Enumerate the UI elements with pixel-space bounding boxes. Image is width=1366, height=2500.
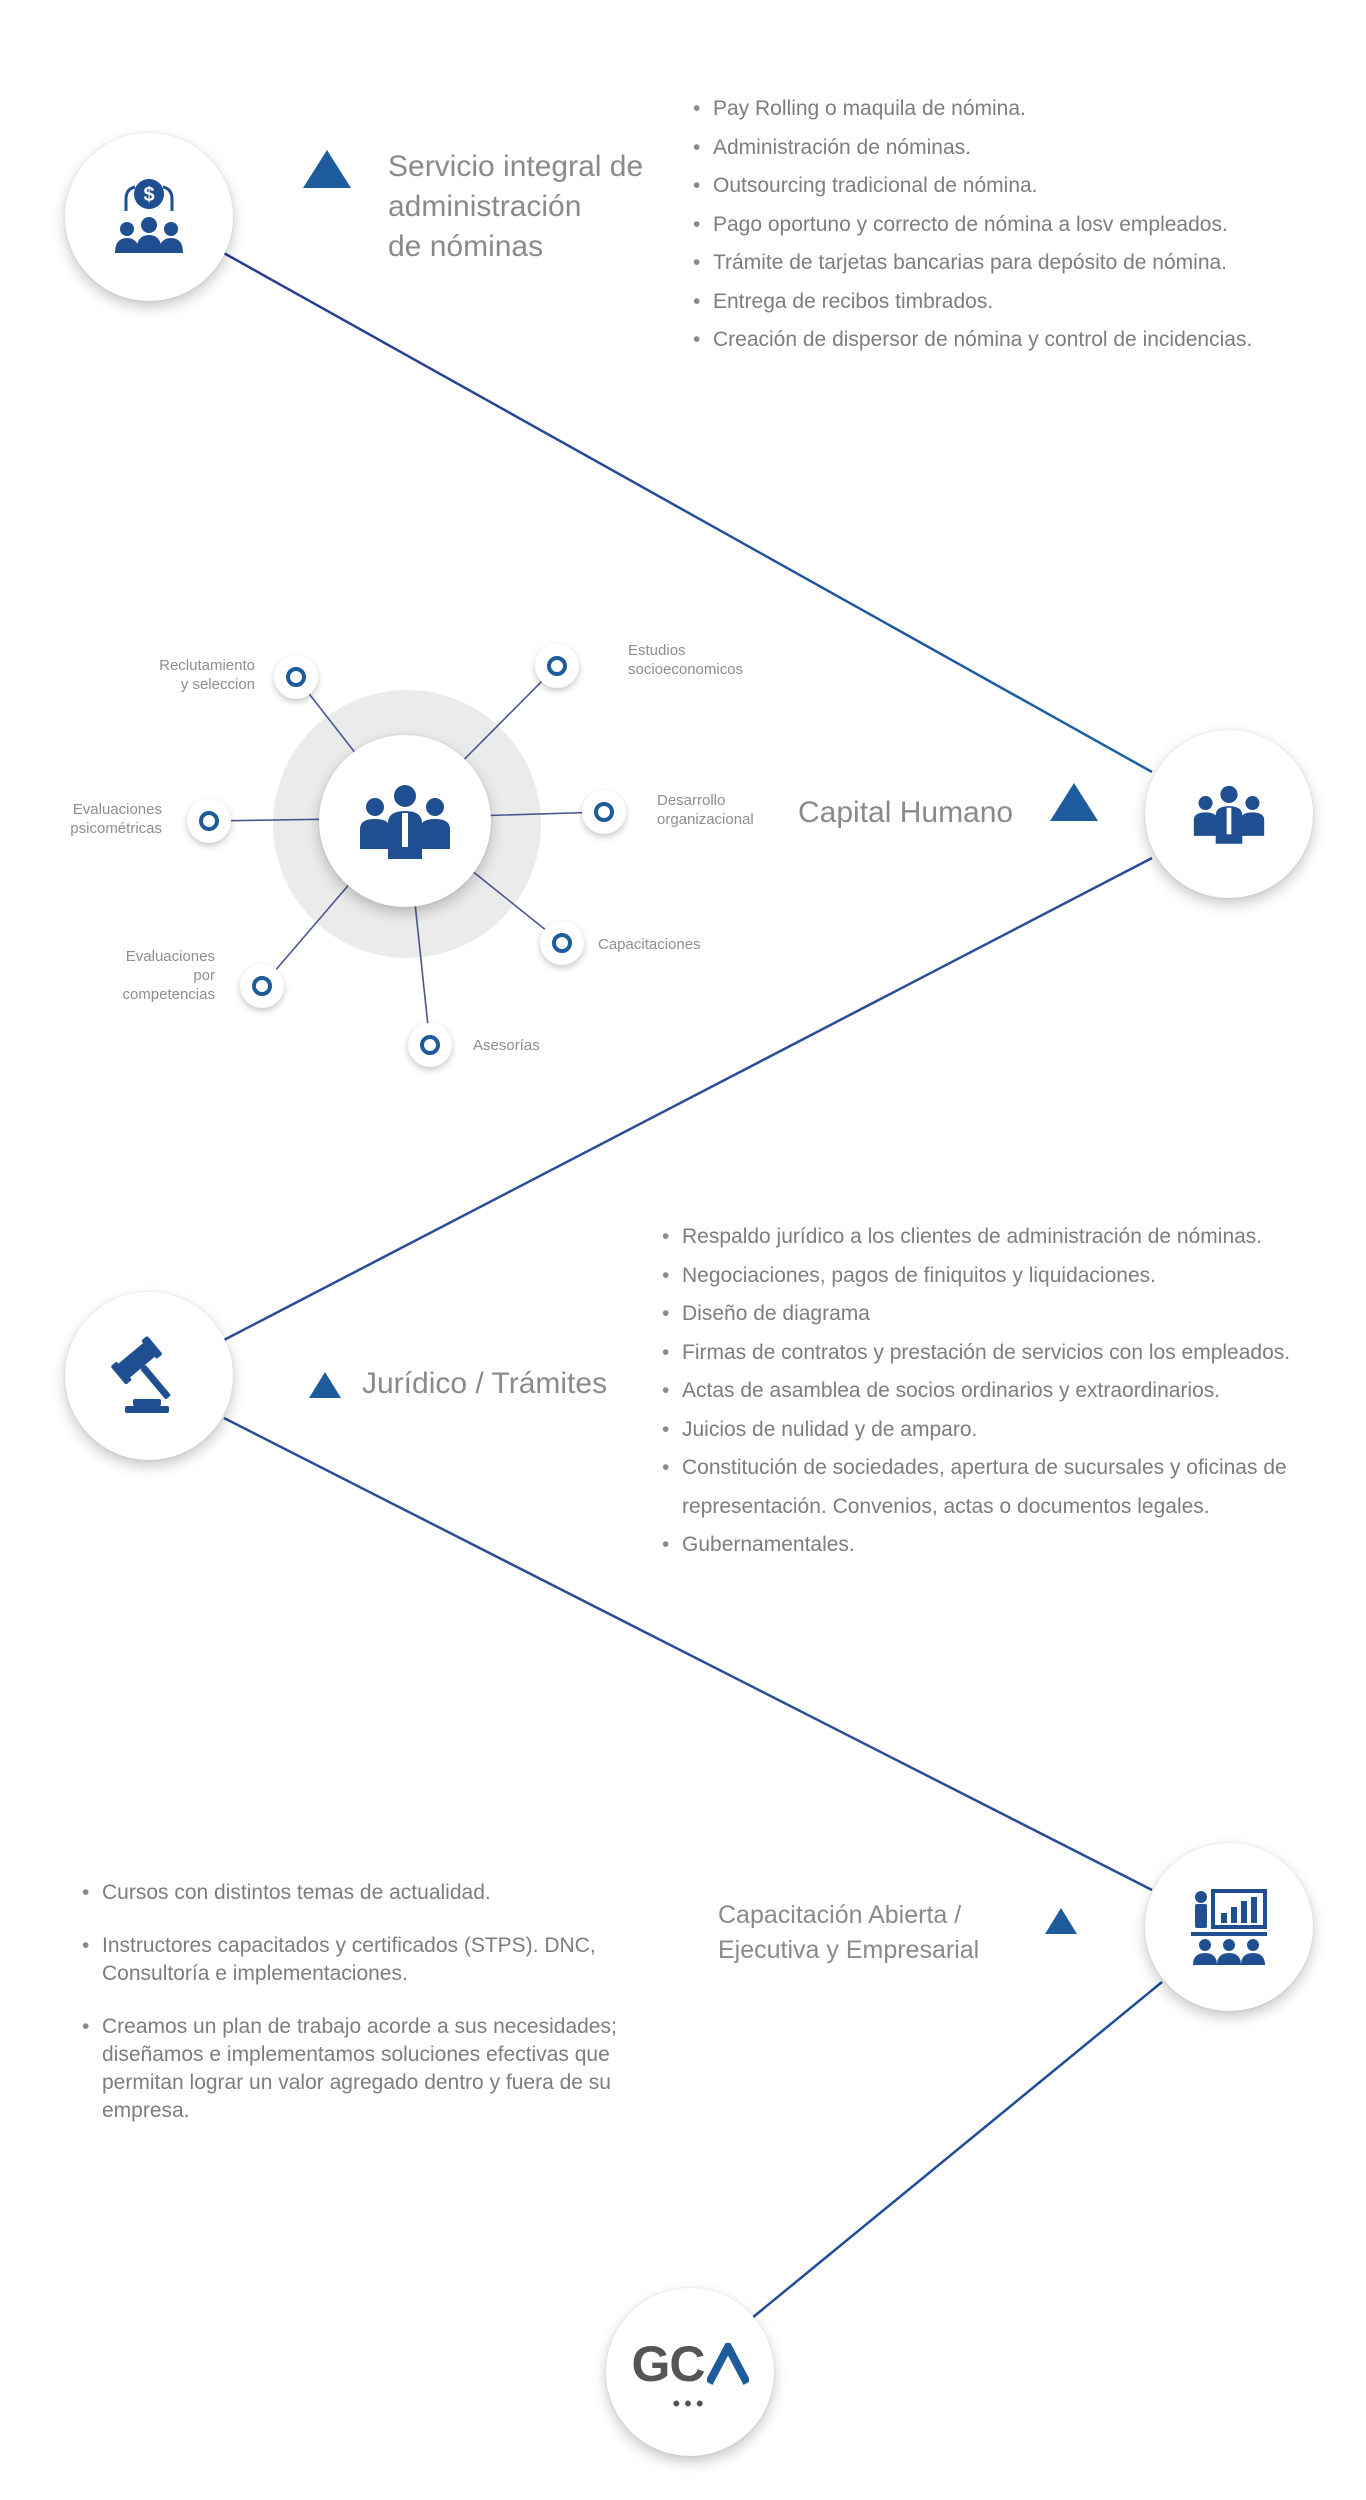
gca-logo-node: GC ••• <box>606 2288 774 2456</box>
capacitacion-title: Capacitación Abierta / Ejecutiva y Empre… <box>718 1901 980 1964</box>
gca-a-chevron-icon <box>706 2343 749 2385</box>
list-item: Actas de asamblea de socios ordinarios y… <box>662 1372 1322 1411</box>
spoke-label-capacitaciones: Capacitaciones <box>598 936 701 953</box>
section-marker-triangle <box>1045 1908 1077 1934</box>
list-item: Firmas de contratos y prestación de serv… <box>662 1334 1322 1373</box>
list-item: Instructores capacitados y certificados … <box>82 1932 677 1988</box>
list-item: Constitución de sociedades, apertura de … <box>662 1449 1322 1526</box>
spoke-node-asesorias <box>408 1023 452 1067</box>
spoke-label-competencias: Evaluaciones por competencias <box>122 948 215 1003</box>
team-icon <box>1193 785 1265 844</box>
spoke-label-reclutamiento: Reclutamiento y seleccion <box>159 657 255 693</box>
gavel-icon <box>111 1336 171 1413</box>
payroll-dollar-icon: $ <box>115 179 183 253</box>
section-marker-triangle <box>1050 783 1098 821</box>
list-item: Negociaciones, pagos de finiquitos y liq… <box>662 1257 1322 1296</box>
spoke-node-psicometricas <box>187 799 231 843</box>
gca-logo-dots: ••• <box>672 2391 708 2416</box>
juridico-service-list: Respaldo jurídico a los clientes de admi… <box>662 1218 1322 1565</box>
list-item: Trámite de tarjetas bancarias para depós… <box>693 244 1353 283</box>
list-item: Outsourcing tradicional de nómina. <box>693 167 1353 206</box>
capacitacion-node <box>1145 1843 1313 2011</box>
svg-text:$: $ <box>143 184 154 206</box>
spoke-label-psicometricas: Evaluaciones psicométricas <box>70 801 162 837</box>
payroll-title: Servicio integral de administración de n… <box>388 150 644 263</box>
spoke-node-estudios <box>535 644 579 688</box>
timeline-line-1 <box>221 250 1153 774</box>
timeline-line-3 <box>223 1416 1153 1892</box>
list-item: Administración de nóminas. <box>693 129 1353 168</box>
capital-humano-node <box>1145 730 1313 898</box>
spoke-label-asesorias: Asesorías <box>473 1037 540 1054</box>
payroll-node: $ <box>65 133 233 301</box>
capacitacion-service-list: Cursos con distintos temas de actualidad… <box>82 1879 677 2150</box>
spoke-node-capacitaciones <box>540 921 584 965</box>
juridico-node <box>65 1292 233 1460</box>
presentation-icon <box>1191 1889 1267 1965</box>
list-item: Entrega de recibos timbrados. <box>693 283 1353 322</box>
payroll-service-list: Pay Rolling o maquila de nómina. Adminis… <box>693 90 1353 360</box>
list-item: Juicios de nulidad y de amparo. <box>662 1411 1322 1450</box>
spoke-node-desarrollo <box>582 790 626 834</box>
list-item: Creación de dispersor de nómina y contro… <box>693 321 1353 360</box>
gca-logo: GC <box>632 2337 749 2389</box>
hub-center-node <box>319 735 491 907</box>
list-item: Creamos un plan de trabajo acorde a sus … <box>82 2013 677 2125</box>
section-marker-triangle <box>303 150 351 188</box>
spoke-label-desarrollo: Desarrollo organizacional <box>657 792 754 828</box>
list-item: Pay Rolling o maquila de nómina. <box>693 90 1353 129</box>
spoke-node-reclutamiento <box>274 655 318 699</box>
spoke-label-estudios: Estudios socioeconomicos <box>628 642 744 678</box>
list-item: Cursos con distintos temas de actualidad… <box>82 1879 677 1907</box>
spoke-node-competencias <box>240 964 284 1008</box>
section-marker-triangle <box>309 1372 341 1398</box>
list-item: Gubernamentales. <box>662 1526 1322 1565</box>
timeline-line-2 <box>223 856 1153 1342</box>
list-item: Respaldo jurídico a los clientes de admi… <box>662 1218 1322 1257</box>
capital-humano-title: Capital Humano <box>798 796 1014 829</box>
list-item: Diseño de diagrama <box>662 1295 1322 1334</box>
list-item: Pago oportuno y correcto de nómina a los… <box>693 206 1353 245</box>
timeline-line-4 <box>751 1981 1163 2319</box>
juridico-title: Jurídico / Trámites <box>362 1367 608 1400</box>
team-icon <box>360 785 450 859</box>
